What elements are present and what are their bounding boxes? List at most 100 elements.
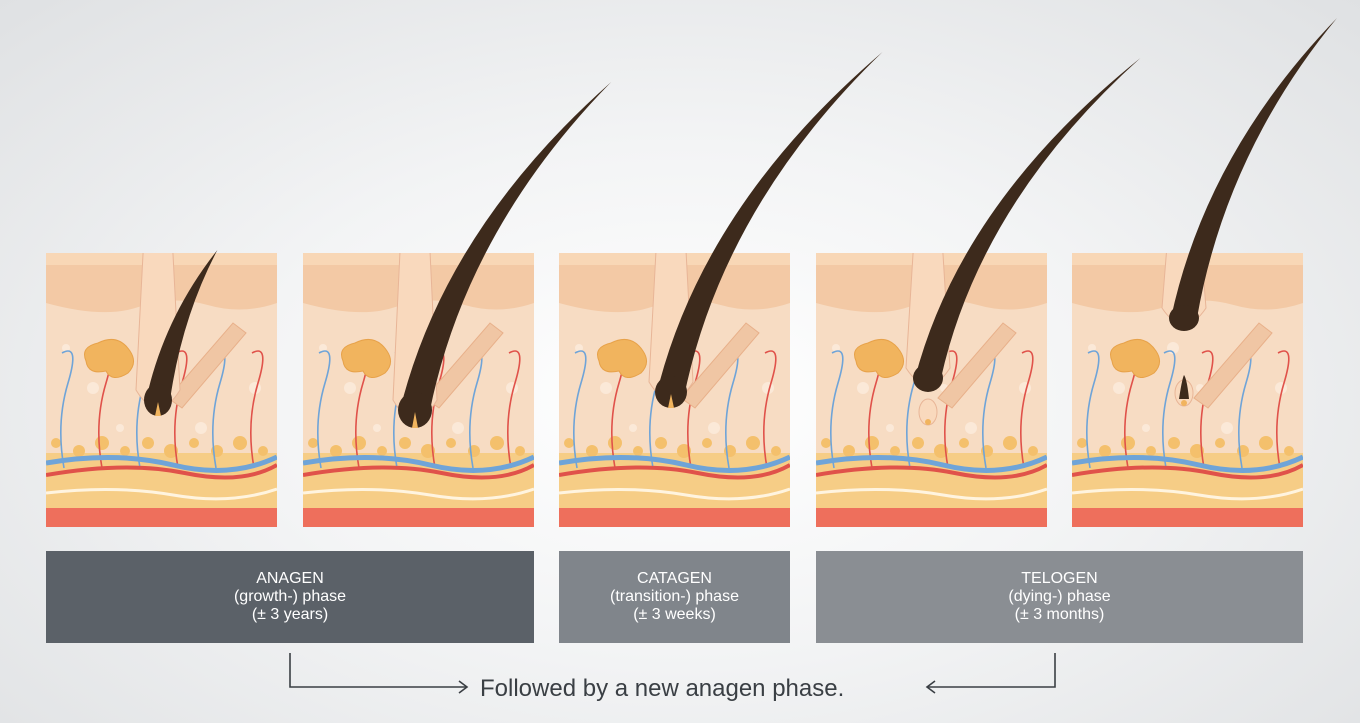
- fat-cell: [821, 438, 831, 448]
- fat-cell: [51, 438, 61, 448]
- vein: [1072, 454, 1303, 473]
- telogen-phase-box: TELOGEN (dying-) phase (± 3 months): [816, 551, 1303, 643]
- fat-cell: [189, 438, 199, 448]
- dermal-papilla: [925, 419, 931, 425]
- fat-cell: [164, 444, 178, 458]
- fat-strand: [303, 487, 534, 501]
- sebaceous-gland: [341, 338, 391, 378]
- fat-cell: [843, 445, 855, 457]
- dermis-cell: [1142, 424, 1150, 432]
- fat-cell: [73, 445, 85, 457]
- fat-cell: [1259, 436, 1273, 450]
- dermis-cell: [857, 382, 869, 394]
- fat-cell: [95, 436, 109, 450]
- arrector-pili-muscle: [167, 322, 247, 409]
- muscle-base-layer: [1072, 508, 1303, 527]
- sebaceous-gland: [597, 338, 647, 378]
- dermis-cell: [965, 422, 977, 434]
- dermis-cell: [452, 422, 464, 434]
- hair-shaft-4: [915, 58, 1141, 378]
- hair-bulb-3: [655, 376, 687, 408]
- panel-layers: [816, 253, 1047, 527]
- fat-cell: [564, 438, 574, 448]
- anagen-name: ANAGEN: [256, 570, 324, 587]
- fat-cell: [865, 436, 879, 450]
- fat-cell: [1146, 446, 1156, 456]
- right-arrow-head: [925, 680, 936, 694]
- fat-cell: [746, 436, 760, 450]
- sebaceous-gland: [84, 338, 134, 378]
- anagen-duration: (± 3 years): [251, 606, 329, 623]
- dermis-cell: [195, 422, 207, 434]
- fat-cell: [233, 436, 247, 450]
- catagen-phase-box: CATAGEN (transition-) phase (± 3 weeks): [559, 551, 790, 643]
- fat-cell: [1215, 438, 1225, 448]
- fat-cell: [1121, 436, 1135, 450]
- dermal-papilla-1: [155, 402, 161, 416]
- panel-layers: [1072, 253, 1303, 527]
- fat-cell: [421, 444, 435, 458]
- fat-cell: [586, 445, 598, 457]
- fat-cell: [330, 445, 342, 457]
- fat-cell: [1099, 445, 1111, 457]
- dermis-cell: [319, 344, 327, 352]
- capillary: [830, 350, 844, 469]
- right-arrow-line: [928, 653, 1056, 688]
- fat-cell: [1003, 436, 1017, 450]
- fat-cell: [771, 446, 781, 456]
- dermis-cell: [344, 382, 356, 394]
- fat-cell: [490, 436, 504, 450]
- hair-shaft-5: [1171, 18, 1337, 318]
- fat-cell: [377, 446, 387, 456]
- left-arrow-line: [289, 653, 466, 688]
- muscle-base-layer: [816, 508, 1047, 527]
- dermis-cell: [62, 344, 70, 352]
- arrector-pili-muscle: [937, 322, 1017, 409]
- hair-bulb-2: [398, 392, 432, 428]
- artery: [303, 463, 534, 480]
- dermis-cell: [575, 344, 583, 352]
- vein: [303, 454, 534, 473]
- dermis-cell: [1088, 344, 1096, 352]
- capillary: [250, 350, 264, 469]
- fat-cell: [1028, 446, 1038, 456]
- fat-cell: [1077, 438, 1087, 448]
- fat-cell: [399, 437, 411, 449]
- fat-cell: [446, 438, 456, 448]
- skin-panel-4: [816, 253, 1047, 527]
- fat-cell: [120, 446, 130, 456]
- catagen-name: CATAGEN: [637, 570, 712, 587]
- arrector-pili-muscle: [1193, 322, 1273, 409]
- capillary: [573, 350, 587, 469]
- fat-cell: [959, 438, 969, 448]
- dermis-cell: [708, 422, 720, 434]
- dermis-cell: [116, 424, 124, 432]
- fat-cell: [890, 446, 900, 456]
- dermis-cell: [1113, 382, 1125, 394]
- fat-cell: [515, 446, 525, 456]
- dermis-cell: [600, 382, 612, 394]
- capillary: [1086, 350, 1100, 469]
- dermis-cell: [87, 382, 99, 394]
- arrector-pili-muscle: [680, 322, 760, 409]
- artery: [559, 463, 790, 480]
- fat-strand: [559, 487, 790, 501]
- fat-cell: [352, 436, 366, 450]
- artery: [46, 463, 277, 480]
- capillary: [1276, 350, 1290, 469]
- fat-cell: [702, 438, 712, 448]
- skin-panel-5: [1072, 253, 1303, 527]
- capillary: [763, 350, 777, 469]
- hair-shaft-2: [400, 82, 612, 410]
- fat-cell: [912, 437, 924, 449]
- hair-shaft-1: [146, 250, 218, 400]
- catagen-description: (transition-) phase: [610, 588, 739, 605]
- capillary: [507, 350, 521, 469]
- fat-cell: [142, 437, 154, 449]
- left-arrow-head: [458, 680, 469, 694]
- fat-cell: [677, 444, 691, 458]
- sebaceous-gland: [1110, 338, 1160, 378]
- anagen-description: (growth-) phase: [233, 588, 347, 605]
- dermis-cell: [832, 344, 840, 352]
